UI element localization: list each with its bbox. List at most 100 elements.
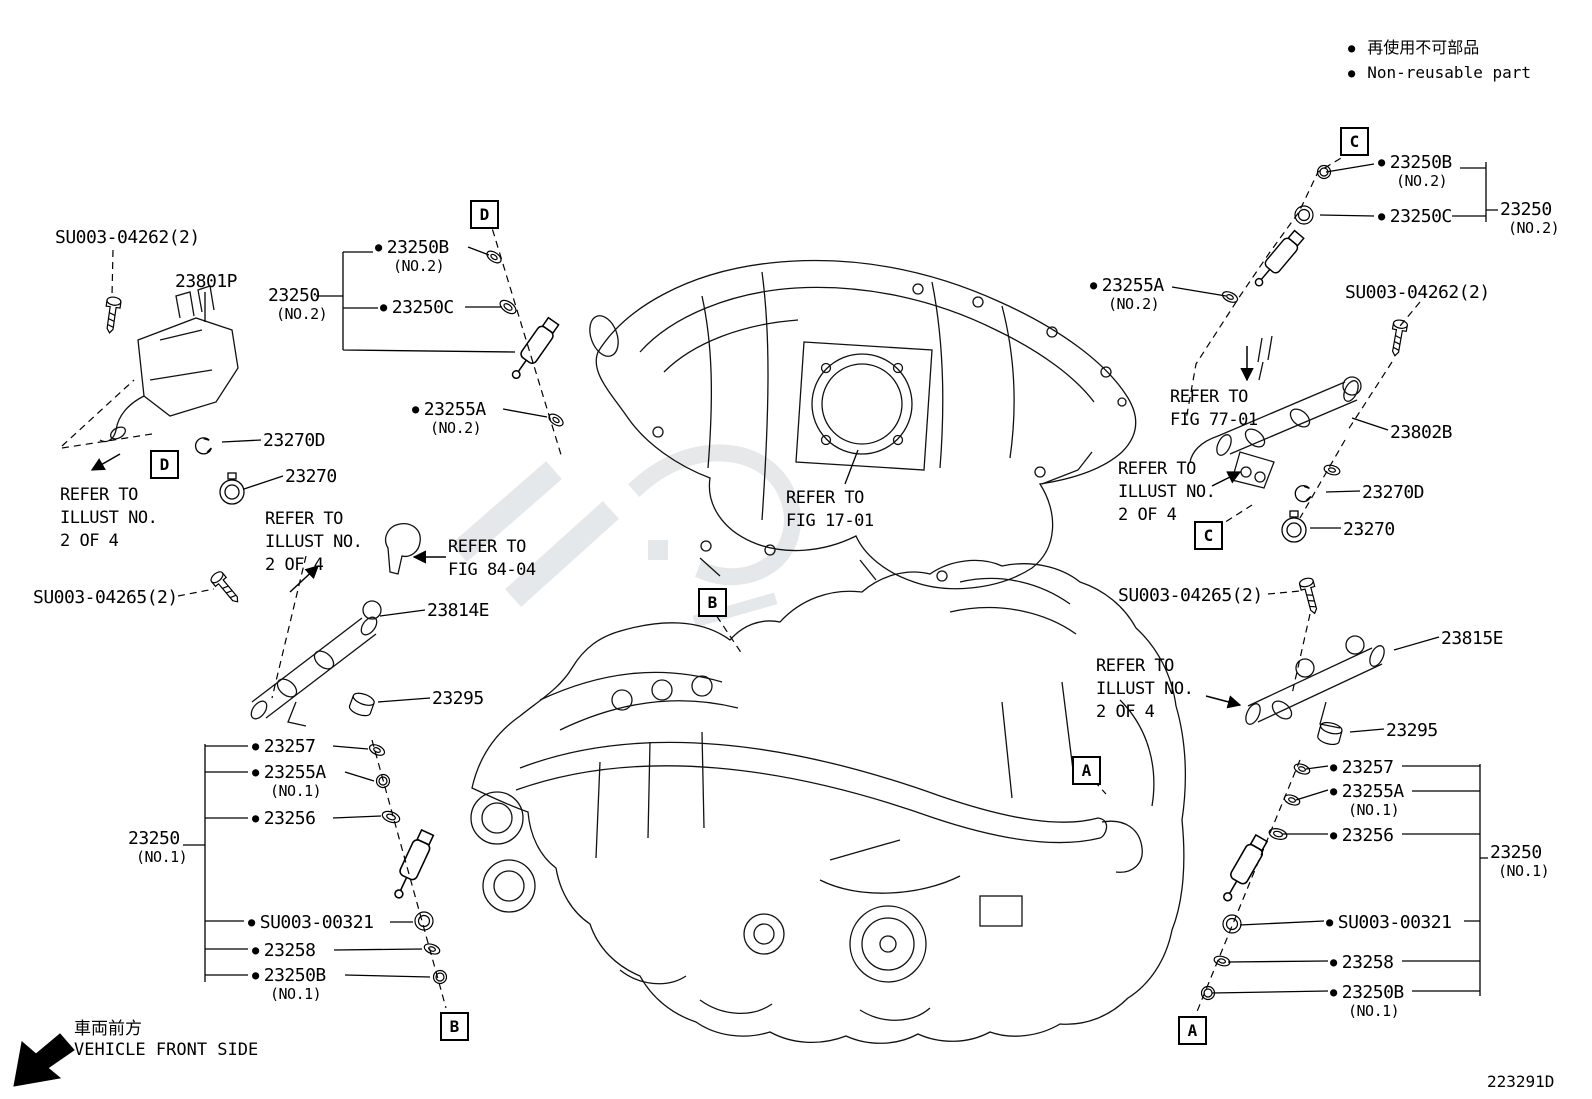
callout-box-d-bottom: D bbox=[150, 450, 179, 479]
part-label-23270-left: 23270 bbox=[285, 466, 337, 487]
part-label-23270-right: 23270 bbox=[1343, 519, 1395, 540]
non-reusable-bullet-icon: ● bbox=[1326, 915, 1333, 929]
part-label-su003-00321-left: ● SU003-00321 bbox=[248, 912, 374, 933]
non-reusable-bullet-icon: ● bbox=[1330, 985, 1337, 999]
part-label-23250b-no1-right: ● 23250B(NO.1) bbox=[1330, 982, 1405, 1021]
part-number: 23250B bbox=[1341, 982, 1405, 1003]
part-number: SU003-04262(2) bbox=[1345, 282, 1490, 303]
note-refer-fig-84-04: REFER TO FIG 84-04 bbox=[448, 537, 536, 580]
part-label-23801p: 23801P bbox=[175, 271, 238, 292]
part-label-23250-no2-left: 23250(NO.2) bbox=[268, 285, 328, 323]
part-number: 23250C bbox=[1389, 206, 1453, 227]
non-reusable-bullet-icon: ● bbox=[1330, 955, 1337, 969]
part-number: 23258 bbox=[263, 940, 316, 961]
non-reusable-bullet-icon: ● bbox=[1378, 155, 1385, 169]
part-label-23255a-no2-left: ●23255A(NO.2) bbox=[412, 399, 486, 438]
part-label-23250b-no1-left: ● 23250B(NO.1) bbox=[252, 965, 327, 1004]
part-number: 23270D bbox=[1362, 482, 1425, 503]
non-reusable-bullet-icon: ● bbox=[412, 402, 419, 416]
intake-manifold-drawing bbox=[589, 259, 1137, 590]
note-refer-illust-right-2: REFER TO ILLUST NO. 2 OF 4 bbox=[1096, 656, 1194, 722]
part-label-su003-04265-right: SU003-04265(2) bbox=[1118, 585, 1263, 606]
non-reusable-bullet-icon: ● bbox=[252, 811, 259, 825]
part-qualifier: (NO.1) bbox=[270, 985, 322, 1004]
non-reusable-bullet-icon: ● bbox=[1348, 41, 1356, 56]
part-number: 23270 bbox=[1343, 519, 1395, 540]
part-label-23256-left: ● 23256 bbox=[252, 808, 316, 829]
dashed-alignment-lines bbox=[61, 151, 1421, 1015]
part-number: 23815E bbox=[1441, 628, 1504, 649]
part-label-23295-left: 23295 bbox=[432, 688, 484, 709]
note-refer-fig-17-01: REFER TO FIG 17-01 bbox=[786, 488, 874, 531]
part-number: 23295 bbox=[432, 688, 484, 709]
part-number: 23250B bbox=[1389, 152, 1453, 173]
part-label-23255a-no2-right: ●23255A(NO.2) bbox=[1090, 275, 1164, 314]
part-label-su003-04265-left: SU003-04265(2) bbox=[33, 587, 178, 608]
non-reusable-bullet-icon: ● bbox=[252, 968, 259, 982]
note-refer-illust-right-1: REFER TO ILLUST NO. 2 OF 4 bbox=[1118, 459, 1216, 525]
fuel-rail-right-lower-drawing bbox=[1245, 635, 1385, 729]
part-number: 23257 bbox=[1341, 757, 1394, 778]
watermark bbox=[451, 444, 801, 628]
note-arrows bbox=[90, 346, 1254, 709]
part-qualifier: (NO.1) bbox=[136, 848, 188, 867]
part-number: 23295 bbox=[1386, 720, 1438, 741]
non-reusable-bullet-icon: ● bbox=[1330, 828, 1337, 842]
part-label-23270d-left: 23270D bbox=[263, 430, 326, 451]
callout-box-c-top: C bbox=[1340, 127, 1369, 156]
part-label-23814e: 23814E bbox=[427, 600, 490, 621]
note-refer-illust-left-1: REFER TO ILLUST NO. 2 OF 4 bbox=[60, 485, 158, 551]
part-qualifier: (NO.1) bbox=[1348, 801, 1400, 820]
fuel-rail-left-drawing bbox=[250, 523, 421, 727]
part-number: SU003-00321 bbox=[1337, 912, 1452, 933]
part-number: 23814E bbox=[427, 600, 490, 621]
part-qualifier: (NO.1) bbox=[1498, 862, 1550, 881]
part-label-23255a-no1-left: ●23255A(NO.1) bbox=[252, 762, 326, 800]
engine-block-drawing bbox=[470, 559, 1187, 1044]
diagram-id: 223291D bbox=[1487, 1072, 1555, 1091]
part-number: SU003-04265(2) bbox=[33, 587, 178, 608]
part-qualifier: (NO.2) bbox=[1508, 219, 1560, 238]
part-number: 23250B bbox=[386, 237, 450, 258]
part-number: 23270 bbox=[285, 466, 337, 487]
callout-box-a-top: A bbox=[1072, 756, 1101, 785]
part-number: 23801P bbox=[175, 271, 238, 292]
part-label-su003-04262-left: SU003-04262(2) bbox=[55, 227, 200, 248]
part-qualifier: (NO.2) bbox=[1396, 172, 1448, 191]
legend-row-jp: ● 再使用不可部品 bbox=[1348, 36, 1531, 61]
part-number: 23250 bbox=[268, 285, 320, 306]
part-number: SU003-04262(2) bbox=[55, 227, 200, 248]
part-label-23255a-no1-right: ●23255A(NO.1) bbox=[1330, 781, 1404, 820]
part-number: SU003-00321 bbox=[259, 912, 374, 933]
part-qualifier: (NO.1) bbox=[1348, 1002, 1400, 1021]
part-number: 23257 bbox=[263, 736, 316, 757]
part-label-23258-right: ●23258 bbox=[1330, 952, 1394, 973]
legend-non-reusable: ● 再使用不可部品 ● Non-reusable part bbox=[1348, 36, 1531, 86]
non-reusable-bullet-icon: ● bbox=[252, 765, 259, 779]
part-number: 23250C bbox=[391, 297, 455, 318]
vehicle-front-arrow bbox=[13, 1033, 75, 1087]
non-reusable-bullet-icon: ● bbox=[252, 943, 259, 957]
note-refer-fig-77-01: REFER TO FIG 77-01 bbox=[1170, 387, 1258, 430]
part-qualifier: (NO.2) bbox=[1108, 295, 1160, 314]
non-reusable-bullet-icon: ● bbox=[248, 915, 255, 929]
non-reusable-bullet-icon: ● bbox=[380, 300, 387, 314]
part-label-23250-no2-right: 23250(NO.2) bbox=[1500, 199, 1560, 238]
callout-box-c-bottom: C bbox=[1194, 521, 1223, 550]
part-label-23815e: 23815E bbox=[1441, 628, 1504, 649]
part-qualifier: (NO.2) bbox=[430, 419, 482, 438]
part-label-23250c-right: ●23250C bbox=[1378, 206, 1453, 227]
non-reusable-bullet-icon: ● bbox=[252, 739, 259, 753]
fuel-pump-assembly-drawing bbox=[99, 285, 239, 443]
part-number: 23250B bbox=[263, 965, 327, 986]
fuel-rail-right-upper-drawing bbox=[1189, 335, 1362, 489]
part-number: 23256 bbox=[263, 808, 316, 829]
part-qualifier: (NO.2) bbox=[393, 257, 445, 276]
part-number: 23250 bbox=[128, 828, 180, 849]
part-number: 23256 bbox=[1341, 825, 1394, 846]
callout-box-a-bottom: A bbox=[1178, 1016, 1207, 1045]
part-label-23257-right: ●23257 bbox=[1330, 757, 1394, 778]
callout-box-b-top: B bbox=[698, 588, 727, 617]
